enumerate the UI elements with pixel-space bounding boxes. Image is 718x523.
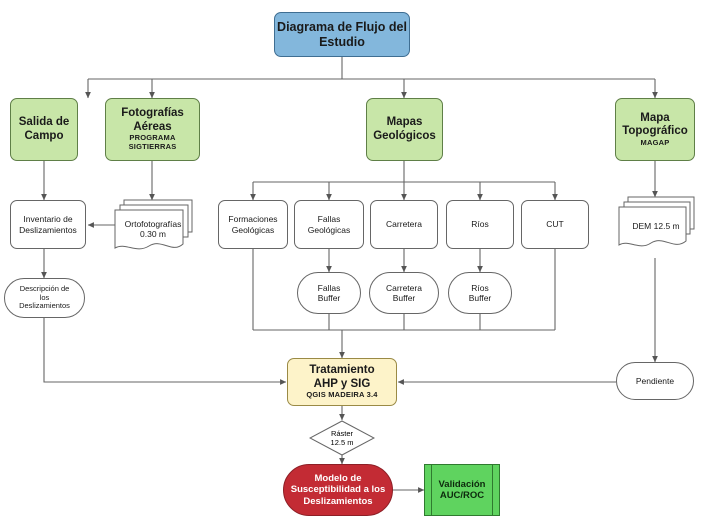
fotografias-line2: Aéreas — [133, 120, 172, 133]
formaciones-line1: Formaciones — [228, 214, 278, 225]
topografico-sub: MAGAP — [640, 137, 670, 147]
proc-bar-right — [492, 465, 493, 515]
rios-buffer-line1: Ríos — [471, 282, 489, 293]
topografico-line1: Mapa — [640, 111, 670, 124]
salida-line2: Campo — [24, 129, 64, 142]
descripcion-line1: Descripción de — [19, 283, 70, 293]
inventario-line2: Deslizamientos — [19, 224, 77, 235]
validacion-line2: AUC/ROC — [439, 490, 485, 501]
modelo-line1: Modelo de — [314, 473, 362, 485]
raster-line2: 12.5 m — [330, 438, 354, 447]
fallas-buffer-line2: Buffer — [317, 293, 341, 303]
carretera-buffer-line1: Carretera — [386, 282, 422, 293]
node-descripcion-deslizamientos[interactable]: Descripción de los Deslizamientos — [4, 278, 85, 318]
carretera-label: Carretera — [386, 219, 422, 230]
rios-label: Ríos — [471, 219, 489, 230]
tratamiento-sub: QGIS MADEIRA 3.4 — [306, 390, 378, 400]
node-formaciones-geologicas[interactable]: Formaciones Geológicas — [218, 200, 288, 249]
node-salida-de-campo[interactable]: Salida de Campo — [10, 98, 78, 161]
validacion-line1: Validación — [438, 479, 486, 490]
node-dem[interactable]: DEM 12.5 m — [616, 194, 696, 258]
node-cut[interactable]: CUT — [521, 200, 589, 249]
node-fallas-buffer[interactable]: Fallas Buffer — [297, 272, 361, 314]
ortofotografias-line1: Ortofotografías — [124, 219, 182, 229]
node-inventario-deslizamientos[interactable]: Inventario de Deslizamientos — [10, 200, 86, 249]
cut-label: CUT — [546, 219, 564, 230]
fotografias-line1: Fotografías — [121, 107, 184, 120]
node-title-line2: Estudio — [319, 34, 365, 49]
tratamiento-line1: Tratamiento — [309, 364, 375, 377]
node-title-line1: Diagrama de Flujo del — [277, 19, 407, 34]
fotografias-sub1: PROGRAMA — [129, 133, 176, 143]
ortofotografias-label: Ortofotografías 0.30 m — [112, 214, 194, 244]
formaciones-line2: Geológicas — [231, 224, 275, 235]
mapas-line1: Mapas — [386, 115, 423, 128]
node-fotografias-aereas[interactable]: Fotografías Aéreas PROGRAMA SIGTIERRAS — [105, 98, 200, 161]
node-validacion-auc-roc[interactable]: Validación AUC/ROC — [424, 464, 500, 516]
node-tratamiento-ahp-sig[interactable]: Tratamiento AHP y SIG QGIS MADEIRA 3.4 — [287, 358, 397, 406]
node-raster[interactable]: Ráster 12.5 m — [309, 420, 375, 456]
fallas-line1: Fallas — [317, 214, 341, 225]
inventario-line1: Inventario de — [23, 214, 73, 225]
fallas-buffer-line1: Fallas — [317, 282, 341, 293]
fallas-line2: Geológicas — [307, 224, 351, 235]
fotografias-sub2: SIGTIERRAS — [128, 142, 177, 152]
node-fallas-geologicas[interactable]: Fallas Geológicas — [294, 200, 364, 249]
modelo-line2: Susceptibilidad a los — [290, 484, 386, 496]
rios-buffer-line2: Buffer — [468, 293, 492, 303]
tratamiento-line2: AHP y SIG — [313, 377, 371, 390]
mapas-line2: Geológicos — [373, 129, 436, 142]
node-mapa-topografico[interactable]: Mapa Topográfico MAGAP — [615, 98, 695, 161]
node-modelo-susceptibilidad[interactable]: Modelo de Susceptibilidad a los Deslizam… — [283, 464, 393, 516]
dem-label: DEM 12.5 m — [616, 216, 696, 236]
node-mapas-geologicos[interactable]: Mapas Geológicos — [366, 98, 443, 161]
raster-label: Ráster 12.5 m — [309, 420, 375, 456]
node-rios[interactable]: Ríos — [446, 200, 514, 249]
node-title[interactable]: Diagrama de Flujo del Estudio — [274, 12, 410, 57]
validacion-label: Validación AUC/ROC — [439, 479, 486, 501]
pendiente-label: Pendiente — [635, 375, 675, 386]
dem-line1: DEM 12.5 m — [632, 221, 680, 231]
descripcion-line2: los — [39, 292, 50, 302]
node-carretera-buffer[interactable]: Carretera Buffer — [369, 272, 439, 314]
node-ortofotografias[interactable]: Ortofotografías 0.30 m — [112, 196, 194, 258]
topografico-line2: Topográfico — [622, 125, 688, 138]
salida-line1: Salida de — [18, 115, 70, 128]
descripcion-line3: Deslizamientos — [19, 301, 70, 311]
carretera-buffer-line2: Buffer — [392, 293, 416, 303]
modelo-line3: Deslizamientos — [303, 495, 373, 507]
ortofotografias-line2: 0.30 m — [140, 229, 166, 239]
raster-line1: Ráster — [330, 429, 354, 438]
node-carretera[interactable]: Carretera — [370, 200, 438, 249]
proc-bar-left — [431, 465, 432, 515]
node-rios-buffer[interactable]: Ríos Buffer — [448, 272, 512, 314]
node-pendiente[interactable]: Pendiente — [616, 362, 694, 400]
